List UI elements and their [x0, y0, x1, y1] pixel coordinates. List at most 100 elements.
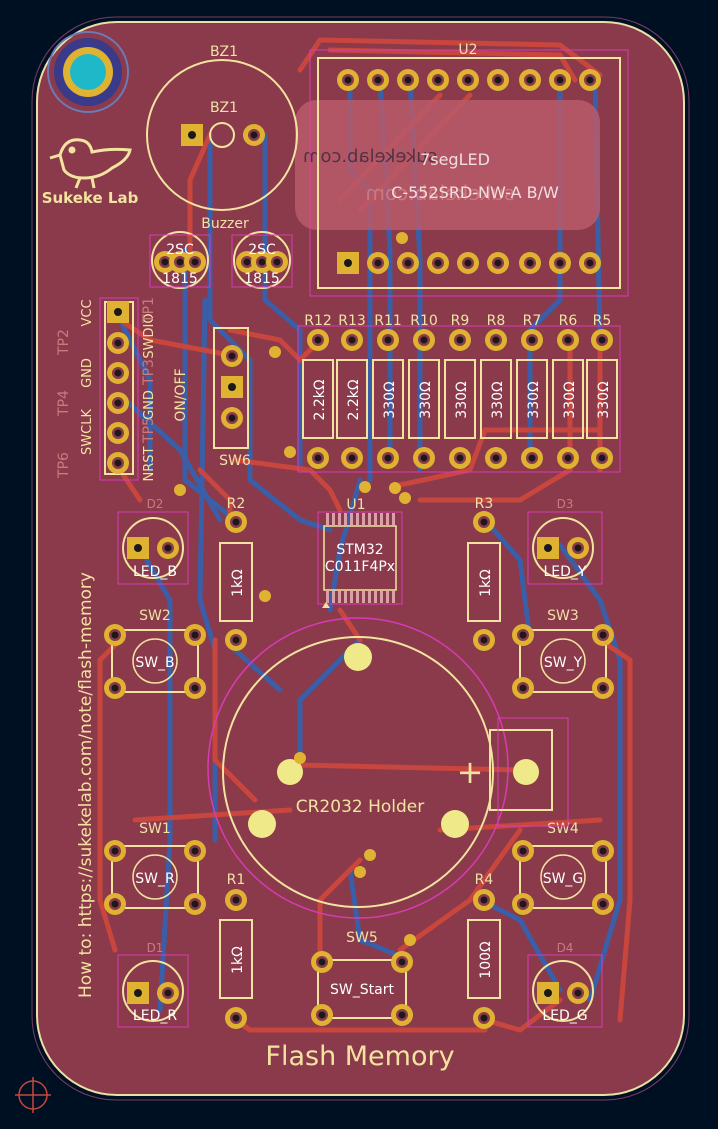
resistor-r10: R10 330Ω [408, 313, 440, 469]
resistor-ref: R2 [227, 496, 246, 512]
mcu-u1: U1 STM32 C011F4Px [317, 497, 403, 608]
button-ref: SW5 [346, 930, 378, 946]
resistor-ref: R7 [523, 313, 542, 329]
button-sw4: SW4 SW_G [512, 821, 614, 915]
resistor-r9: R9 330Ω [444, 313, 476, 469]
button-ref: SW4 [547, 821, 579, 837]
button-value: SW_B [135, 655, 174, 671]
resistor-ref: R12 [304, 313, 332, 329]
resistor-r13: R13 2.2kΩ [336, 313, 368, 469]
resistor-ref: R9 [451, 313, 470, 329]
buzzer-ref-inner: BZ1 [210, 100, 238, 116]
resistor-ref: R6 [559, 313, 578, 329]
resistor-ref: R4 [475, 872, 494, 888]
resistor-ref: R3 [475, 496, 494, 512]
vias [174, 232, 416, 946]
resistor-r11: R11 330Ω [372, 313, 404, 469]
buzzer-value: Buzzer [201, 216, 249, 232]
resistor-r1: R1 1kΩ [219, 872, 253, 1029]
led-d3: D3 LED_Y [527, 497, 603, 585]
led-d4: D4 LED_G [527, 941, 603, 1028]
pin-vcc: VCC [80, 299, 95, 326]
pin-gnd-2: GND [142, 390, 157, 420]
mcu-line1: STM32 [336, 542, 383, 558]
resistor-value: 330Ω [454, 381, 470, 419]
resistor-value: 1kΩ [478, 569, 494, 597]
led-ref: D2 [147, 497, 164, 511]
battery-label: CR2032 Holder [296, 797, 425, 817]
tp3-label: TP3 [141, 359, 157, 386]
button-value: SW_G [543, 871, 584, 887]
resistor-value: 2.2kΩ [312, 379, 328, 420]
resistor-ref: R11 [374, 313, 402, 329]
resistor-r3: R3 1kΩ [467, 496, 501, 651]
button-ref: SW1 [139, 821, 171, 837]
power-switch-sw6: ON/OFF SW6 [173, 327, 251, 469]
button-ref: SW2 [139, 608, 171, 624]
led-d2: D2 LED_B [117, 497, 189, 585]
resistor-value: 330Ω [382, 381, 398, 419]
resistor-ref: R1 [227, 872, 246, 888]
display-part: C-552SRD-NW-A B/W [391, 183, 559, 202]
logo-text: Sukeke Lab [42, 189, 139, 207]
back-domain-mirrored-2: sukekelab.com [303, 146, 437, 167]
mcu-line2: C011F4Px [325, 559, 395, 575]
power-switch-ref: SW6 [219, 453, 251, 469]
pin-nrst: NRST [142, 446, 157, 481]
button-sw3: SW3 SW_Y [512, 608, 614, 699]
resistor-ref: R13 [338, 313, 366, 329]
origin-marker-icon [15, 1077, 51, 1113]
resistor-value: 330Ω [596, 381, 612, 419]
button-ref: SW3 [547, 608, 579, 624]
display-ref: U2 [458, 42, 477, 58]
led-value: LED_Y [544, 564, 587, 580]
resistor-r6: R6 330Ω [552, 313, 584, 469]
resistor-r12: R12 2.2kΩ [302, 313, 334, 469]
test-point-header: VCC SWDIO GND SWCLK GND NRST TP1 TP2 TP3… [56, 297, 157, 481]
pin-gnd: GND [80, 358, 95, 388]
board-title: Flash Memory [265, 1041, 454, 1072]
pin-swclk: SWCLK [80, 409, 95, 455]
resistor-value: 100Ω [478, 941, 494, 979]
button-sw2: SW2 SW_B [104, 608, 206, 699]
resistor-r4: R4 100Ω [467, 872, 501, 1029]
resistor-ref: R5 [593, 313, 612, 329]
button-value: SW_R [135, 871, 175, 887]
transistor-bottom: 1815 [244, 271, 280, 287]
battery-polarity: + [457, 753, 484, 791]
display-value: 7segLED [420, 150, 490, 169]
resistor-value: 330Ω [562, 381, 578, 419]
button-value: SW_Start [330, 982, 394, 998]
battery-holder: + CR2032 Holder [207, 617, 569, 919]
resistor-value: 330Ω [418, 381, 434, 419]
button-sw1: SW1 SW_R [104, 821, 206, 915]
resistor-r5: R5 330Ω [586, 313, 618, 469]
transistor-right: 2SC 1815 [231, 231, 293, 289]
buzzer-bz1: BZ1 BZ1 Buzzer [146, 44, 298, 232]
led-d1: D1 LED_R [117, 941, 189, 1028]
pin-swdio: SWDIO [142, 313, 157, 358]
resistor-r8: R8 330Ω [480, 313, 512, 469]
led-value: LED_G [542, 1008, 587, 1024]
led-value: LED_B [133, 564, 177, 580]
resistor-r2: R2 1kΩ [219, 496, 253, 651]
tp5-label: TP5 [141, 417, 157, 444]
button-value: SW_Y [544, 655, 583, 671]
led-ref: D3 [557, 497, 574, 511]
led-value: LED_R [133, 1008, 177, 1024]
tp1-label: TP1 [141, 297, 157, 324]
transistor-top: 2SC [248, 242, 276, 258]
transistor-top: 2SC [166, 242, 194, 258]
button-sw5: SW5 SW_Start [311, 930, 413, 1026]
resistor-array: R12 2.2kΩ R13 2.2kΩ R11 330Ω R10 330Ω R9… [297, 313, 621, 473]
back-silk-area [295, 100, 600, 230]
bird-logo-icon [49, 138, 132, 189]
back-domain-mirrored: sukekelab.com [365, 181, 514, 205]
tp6-label: TP6 [56, 452, 72, 479]
transistor-bottom: 1815 [162, 271, 198, 287]
mcu-ref: U1 [346, 497, 365, 513]
tp4-label: TP4 [56, 390, 72, 417]
resistor-value: 330Ω [490, 381, 506, 419]
howto-url: How to: https://sukekelab.com/note/flash… [76, 572, 96, 998]
